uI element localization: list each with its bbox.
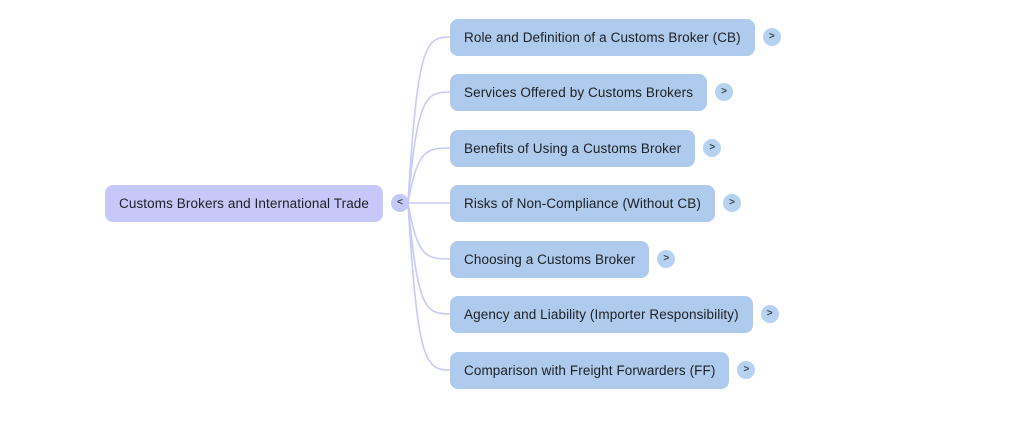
child-row: Risks of Non-Compliance (Without CB) >: [450, 184, 741, 222]
root-node[interactable]: Customs Brokers and International Trade: [105, 184, 384, 222]
root-row: Customs Brokers and International Trade …: [105, 184, 410, 222]
child-row: Agency and Liability (Importer Responsib…: [450, 295, 779, 333]
node-label: Risks of Non-Compliance (Without CB): [464, 195, 701, 211]
connector-edge: [407, 147, 454, 204]
expand-button[interactable]: >: [737, 361, 756, 379]
mindmap-node[interactable]: Services Offered by Customs Brokers: [450, 73, 708, 111]
node-label: Services Offered by Customs Brokers: [464, 84, 694, 100]
node-label: Comparison with Freight Forwarders (FF): [464, 362, 716, 378]
expand-button[interactable]: >: [722, 194, 741, 212]
connector-edge: [407, 202, 454, 371]
expand-button[interactable]: >: [703, 139, 722, 157]
node-label: Benefits of Using a Customs Broker: [464, 140, 682, 156]
child-row: Services Offered by Customs Brokers >: [450, 73, 734, 111]
connector-edge: [407, 202, 454, 315]
expand-button[interactable]: >: [760, 305, 779, 323]
child-row: Role and Definition of a Customs Broker …: [450, 18, 781, 56]
mindmap-node[interactable]: Agency and Liability (Importer Responsib…: [450, 295, 753, 333]
collapse-button[interactable]: <: [391, 194, 410, 212]
expand-button[interactable]: >: [715, 83, 734, 101]
mindmap-node[interactable]: Comparison with Freight Forwarders (FF): [450, 351, 730, 389]
mindmap-node[interactable]: Role and Definition of a Customs Broker …: [450, 18, 755, 56]
connector-edge: [407, 91, 454, 204]
child-row: Choosing a Customs Broker >: [450, 240, 676, 278]
mindmap-node[interactable]: Choosing a Customs Broker: [450, 240, 650, 278]
root-node-label: Customs Brokers and International Trade: [119, 195, 370, 211]
node-label: Role and Definition of a Customs Broker …: [464, 29, 741, 45]
node-label: Choosing a Customs Broker: [464, 251, 636, 267]
expand-button[interactable]: >: [657, 250, 676, 268]
child-row: Comparison with Freight Forwarders (FF) …: [450, 351, 756, 389]
mindmap-node[interactable]: Benefits of Using a Customs Broker: [450, 129, 696, 167]
expand-button[interactable]: >: [762, 28, 781, 46]
connector-edge: [407, 36, 454, 204]
connector-edge: [407, 202, 454, 260]
mindmap-node[interactable]: Risks of Non-Compliance (Without CB): [450, 184, 715, 222]
child-row: Benefits of Using a Customs Broker >: [450, 129, 722, 167]
node-label: Agency and Liability (Importer Responsib…: [464, 306, 739, 322]
